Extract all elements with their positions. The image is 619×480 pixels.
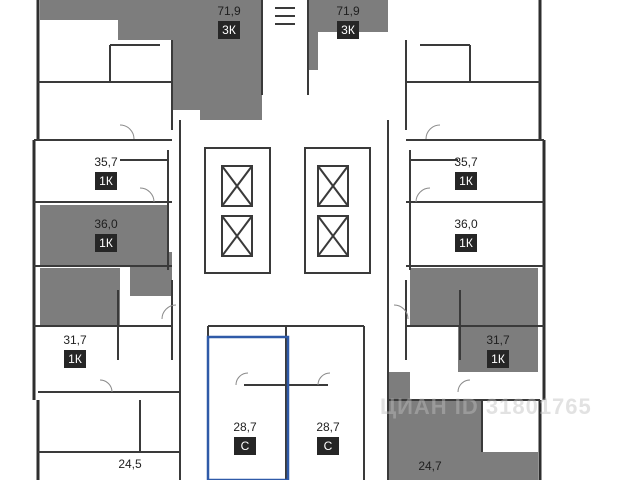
unit-area: 31,7 bbox=[486, 333, 510, 347]
unit-type-badge: С bbox=[317, 437, 339, 455]
unit-area: 35,7 bbox=[94, 155, 118, 169]
shaft-3 bbox=[317, 165, 349, 207]
elevator-core bbox=[204, 147, 371, 274]
shaft-2 bbox=[221, 215, 253, 257]
unit-bottom-right[interactable]: 24,7 bbox=[406, 459, 454, 473]
core-left bbox=[204, 147, 271, 274]
selected-unit-outline bbox=[206, 335, 290, 480]
unit-area: 36,0 bbox=[94, 217, 118, 231]
unit-area: 71,9 bbox=[217, 4, 241, 18]
unit-type-badge: 1К bbox=[95, 234, 117, 252]
unit-fill-bottom-right bbox=[388, 372, 538, 480]
unit-area: 28,7 bbox=[233, 420, 257, 434]
dark-units bbox=[40, 0, 538, 480]
unit-fill-right-4a bbox=[410, 268, 538, 326]
unit-type-badge: 3К bbox=[218, 21, 240, 39]
core-right bbox=[304, 147, 371, 274]
unit-top-right[interactable]: 71,9 3К bbox=[324, 4, 372, 39]
unit-area: 24,5 bbox=[118, 457, 142, 471]
outer-walls bbox=[32, 0, 546, 480]
unit-area: 28,7 bbox=[316, 420, 340, 434]
unit-left-4[interactable]: 31,7 1К bbox=[51, 333, 99, 368]
unit-type-badge: С bbox=[234, 437, 256, 455]
unit-area: 31,7 bbox=[63, 333, 87, 347]
unit-bottom-left[interactable]: 24,5 bbox=[106, 457, 154, 471]
watermark: ЦИАН ID 31801765 bbox=[380, 394, 592, 419]
unit-fill-left-4a bbox=[40, 268, 120, 326]
shaft-1 bbox=[221, 165, 253, 207]
unit-fill-top-right bbox=[308, 0, 388, 70]
interior-walls bbox=[34, 0, 544, 480]
unit-right-4[interactable]: 31,7 1К bbox=[474, 333, 522, 368]
unit-right-3[interactable]: 36,0 1К bbox=[442, 217, 490, 252]
unit-area: 71,9 bbox=[336, 4, 360, 18]
unit-type-badge: 1К bbox=[64, 350, 86, 368]
unit-top-left[interactable]: 71,9 3К bbox=[205, 4, 253, 39]
unit-right-2[interactable]: 35,7 1К bbox=[442, 155, 490, 190]
unit-fill-top-left bbox=[40, 0, 262, 120]
unit-type-badge: 1К bbox=[95, 172, 117, 190]
unit-type-badge: 3К bbox=[337, 21, 359, 39]
door-swings bbox=[99, 124, 471, 393]
unit-studio-right[interactable]: 28,7 С bbox=[304, 420, 352, 455]
unit-type-badge: 1К bbox=[455, 172, 477, 190]
unit-area: 35,7 bbox=[454, 155, 478, 169]
unit-type-badge: 1К bbox=[455, 234, 477, 252]
unit-type-badge: 1К bbox=[487, 350, 509, 368]
unit-area: 24,7 bbox=[418, 459, 442, 473]
unit-left-3[interactable]: 36,0 1К bbox=[82, 217, 130, 252]
unit-area: 36,0 bbox=[454, 217, 478, 231]
shaft-4 bbox=[317, 215, 349, 257]
unit-left-2[interactable]: 35,7 1К bbox=[82, 155, 130, 190]
unit-studio-center[interactable]: 28,7 С bbox=[221, 420, 269, 455]
unit-fill-left-4b bbox=[130, 252, 172, 296]
